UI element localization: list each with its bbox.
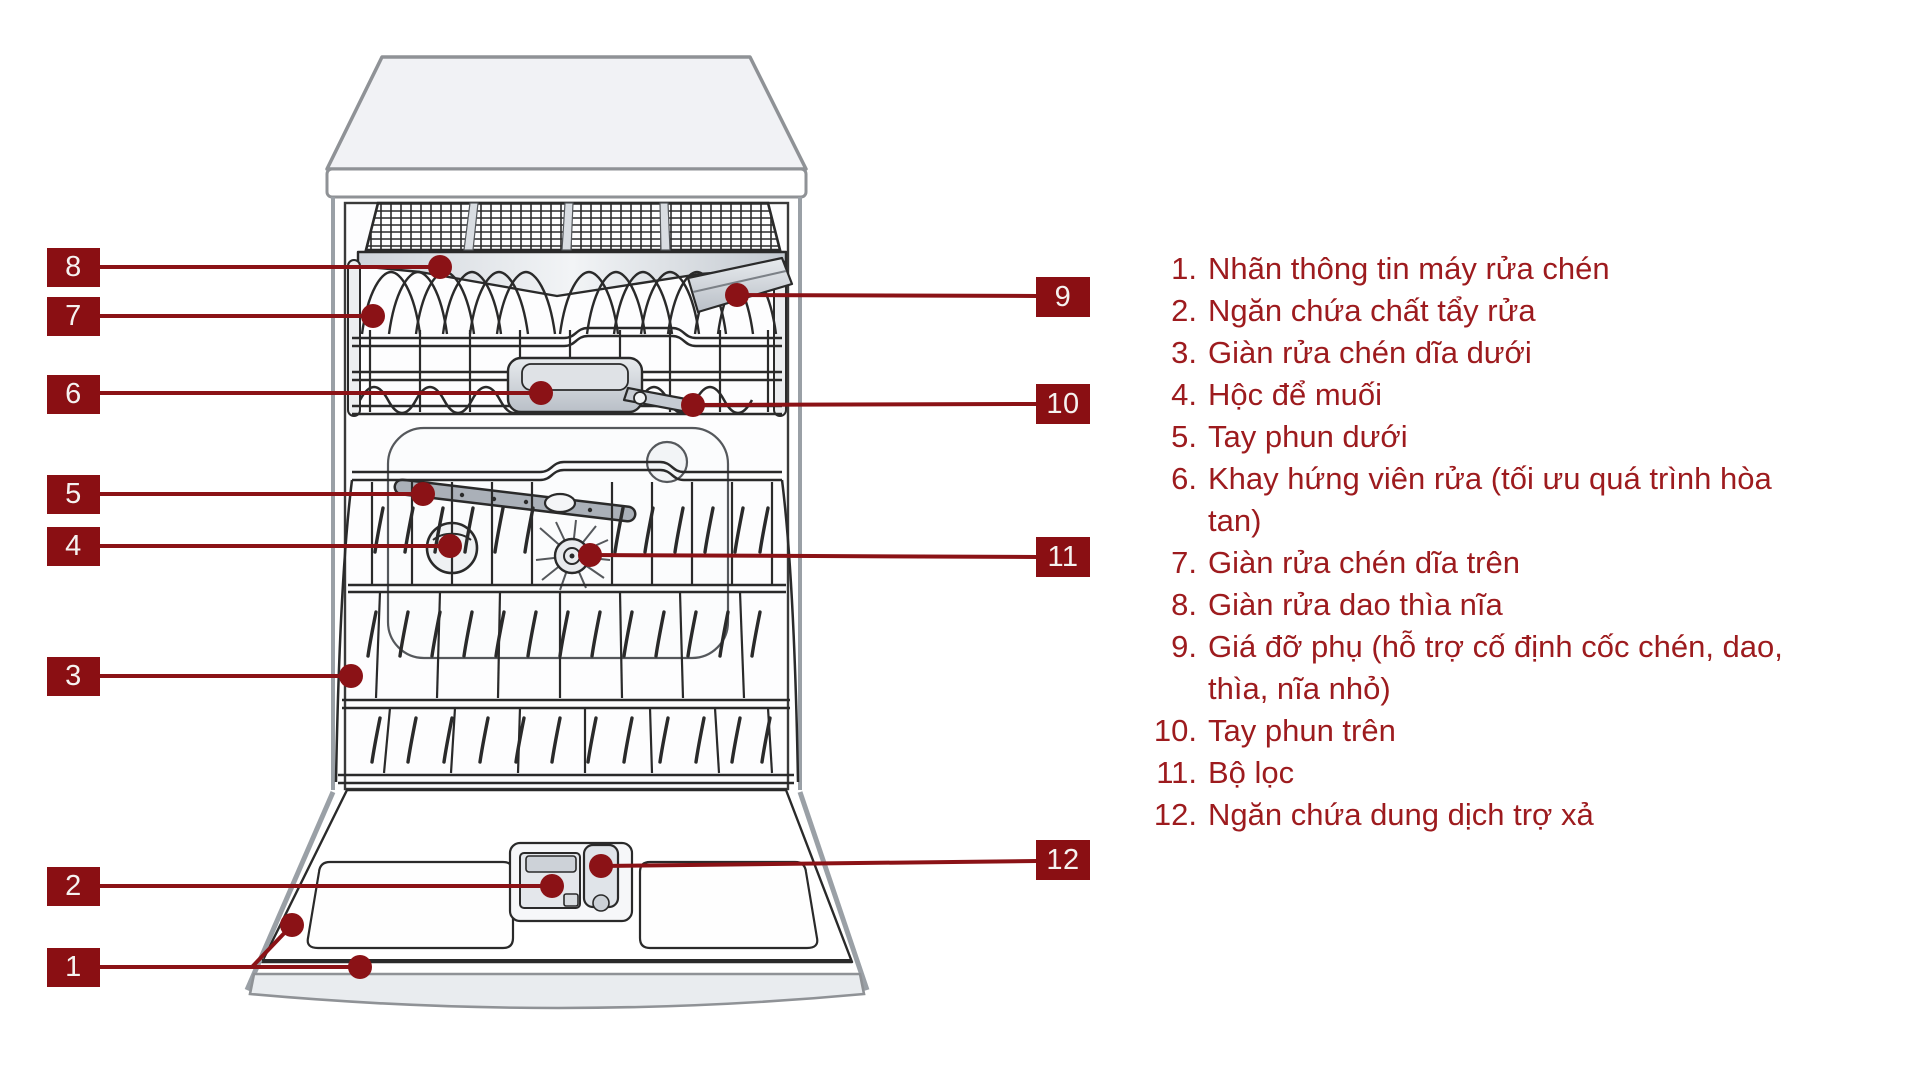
legend-item-10: 10. Tay phun trên: [1146, 710, 1846, 752]
legend-item-number: 5.: [1171, 419, 1197, 454]
legend-item-6: 6. Khay hứng viên rửa (tối ưu quá trình …: [1146, 458, 1846, 542]
badge-10: 10: [1036, 384, 1090, 424]
door: [244, 788, 870, 1010]
legend-item-text: Ngăn chứa chất tẩy rửa: [1208, 293, 1536, 328]
leader-lines: [100, 265, 1038, 969]
legend-item-text: Giàn rửa chén dĩa dưới: [1208, 335, 1532, 370]
badge-2: 2: [47, 867, 100, 906]
tablet-tray: [506, 356, 644, 414]
badge-6: 6: [47, 375, 100, 414]
legend-item-11: 11. Bộ lọc: [1146, 752, 1846, 794]
door-recess-left: [306, 860, 515, 950]
leader-dots: [280, 255, 749, 979]
legend-item-number: 3.: [1171, 335, 1197, 370]
legend-item-3: 3. Giàn rửa chén dĩa dưới: [1146, 332, 1846, 374]
legend-item-text: Giàn rửa chén dĩa trên: [1208, 545, 1520, 580]
legend-item-text: Bộ lọc: [1208, 755, 1295, 790]
legend-item-text: Giàn rửa dao thìa nĩa: [1208, 587, 1503, 622]
badge-12: 12: [1036, 840, 1090, 880]
legend-item-number: 2.: [1171, 293, 1197, 328]
legend-item-8: 8. Giàn rửa dao thìa nĩa: [1146, 584, 1846, 626]
badge-4: 4: [47, 527, 100, 566]
badge-7: 7: [47, 297, 100, 336]
legend-item-text: Hộc để muối: [1208, 377, 1383, 412]
badge-9: 9: [1036, 277, 1090, 317]
badge-3: 3: [47, 657, 100, 696]
legend-item-text: Giá đỡ phụ (hỗ trợ cố định cốc chén, dao…: [1208, 629, 1783, 706]
legend-item-9: 9. Giá đỡ phụ (hỗ trợ cố định cốc chén, …: [1146, 626, 1846, 710]
door-front-band: [248, 972, 866, 1010]
legend-item-7: 7. Giàn rửa chén dĩa trên: [1146, 542, 1846, 584]
legend-item-5: 5. Tay phun dưới: [1146, 416, 1846, 458]
legend-item-4: 4. Hộc để muối: [1146, 374, 1846, 416]
legend-item-2: 2. Ngăn chứa chất tẩy rửa: [1146, 290, 1846, 332]
legend: 1. Nhãn thông tin máy rửa chén 2. Ngăn c…: [1146, 248, 1846, 836]
legend-item-number: 7.: [1171, 545, 1197, 580]
legend-item-number: 8.: [1171, 587, 1197, 622]
legend-item-number: 11.: [1156, 755, 1197, 790]
legend-item-text: Ngăn chứa dung dịch trợ xả: [1208, 797, 1594, 832]
lower-rack: [334, 460, 800, 785]
door-recess-right: [638, 860, 819, 950]
legend-item-1: 1. Nhãn thông tin máy rửa chén: [1146, 248, 1846, 290]
lower-spray-arm: [393, 478, 637, 523]
legend-item-number: 12.: [1153, 797, 1197, 832]
legend-item-number: 10.: [1153, 713, 1197, 748]
badge-1: 1: [47, 948, 100, 987]
legend-item-number: 6.: [1171, 461, 1197, 496]
legend-item-text: Nhãn thông tin máy rửa chén: [1208, 251, 1610, 286]
badge-11: 11: [1036, 537, 1090, 577]
legend-item-text: Tay phun trên: [1208, 713, 1396, 748]
legend-item-number: 1.: [1171, 251, 1197, 286]
legend-item-number: 9.: [1171, 629, 1197, 664]
legend-item-text: Tay phun dưới: [1208, 419, 1408, 454]
legend-item-text: Khay hứng viên rửa (tối ưu quá trình hòa…: [1208, 461, 1772, 538]
worktop: [325, 55, 808, 199]
legend-item-12: 12. Ngăn chứa dung dịch trợ xả: [1146, 794, 1846, 836]
badge-5: 5: [47, 475, 100, 514]
legend-item-number: 4.: [1171, 377, 1197, 412]
badge-8: 8: [47, 248, 100, 287]
